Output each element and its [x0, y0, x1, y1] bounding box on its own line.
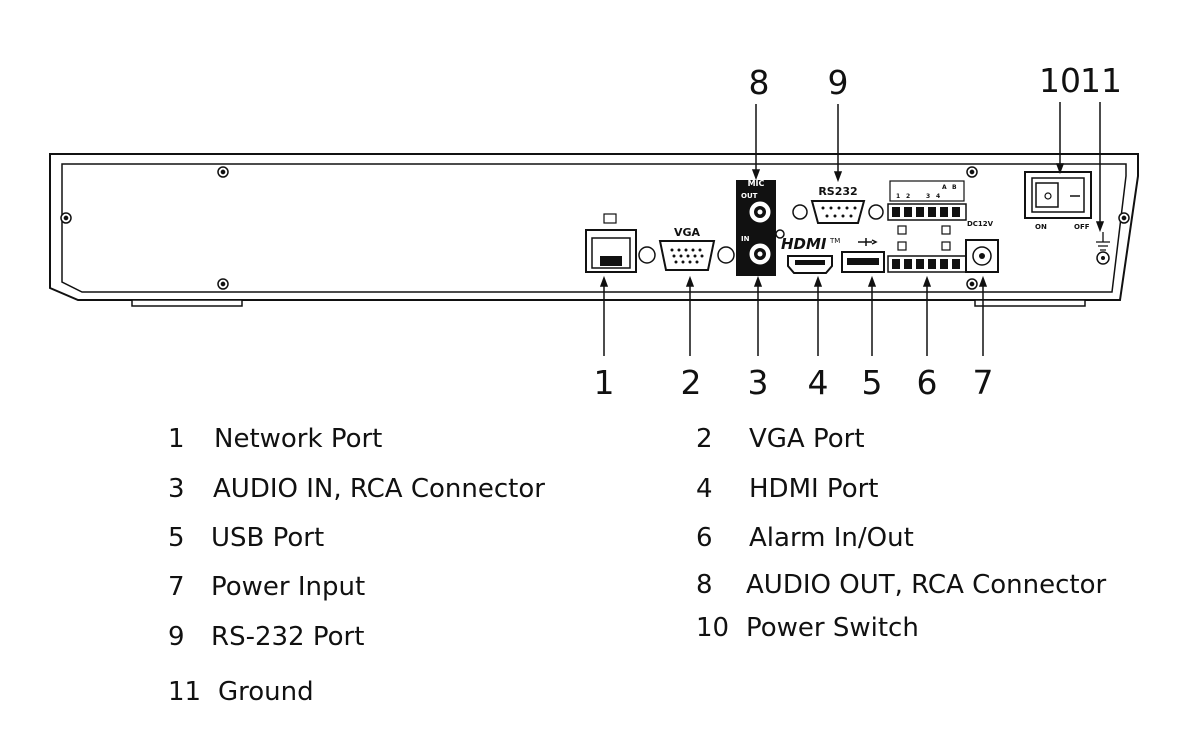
legend-num: 5	[168, 523, 185, 553]
legend-item-rs232: 9 RS-232 Port	[168, 622, 364, 652]
legend-item-power-input: 7 Power Input	[168, 572, 365, 602]
rear-panel-diagram: VGA MIC OUT IN RS232 HDMI TM	[49, 102, 1139, 356]
legend-label: Power Input	[211, 572, 366, 602]
legend-label: AUDIO IN, RCA Connector	[213, 474, 545, 504]
dc-power-input: DC12V	[965, 220, 999, 273]
dc12v-label: DC12V	[967, 220, 994, 228]
foot-right	[974, 299, 1086, 307]
power-switch: ON OFF	[1024, 171, 1092, 231]
hdmi-tm: TM	[829, 237, 840, 245]
on-label: ON	[1035, 223, 1047, 231]
terminal-label-4: 4	[936, 193, 940, 200]
legend-item-hdmi-port: 4 HDMI Port	[696, 474, 878, 504]
callout-3: 3	[747, 363, 769, 402]
legend-item-ground: 11 Ground	[168, 677, 314, 707]
legend-num: 6	[696, 523, 713, 553]
callout-5: 5	[861, 363, 883, 402]
leader-lines	[599, 102, 1105, 356]
in-label: IN	[741, 235, 750, 243]
legend-label: RS-232 Port	[211, 622, 365, 652]
vga-label: VGA	[674, 226, 701, 239]
legend-item-alarm: 6 Alarm In/Out	[696, 523, 914, 553]
callout-2: 2	[680, 363, 702, 402]
legend-num: 2	[696, 424, 713, 454]
callout-10: 10	[1039, 61, 1081, 100]
legend-label: Alarm In/Out	[749, 523, 914, 553]
legend-num: 4	[696, 474, 713, 504]
vga-port: VGA	[638, 226, 735, 271]
callout-6: 6	[916, 363, 938, 402]
legend-item-audio-out: 8 AUDIO OUT, RCA Connector	[696, 570, 1106, 600]
legend-num: 1	[168, 424, 185, 454]
legend-num: 3	[168, 474, 185, 504]
callout-7: 7	[972, 363, 994, 402]
legend-item-vga-port: 2 VGA Port	[696, 424, 865, 454]
usb-port	[841, 238, 885, 273]
legend-item-network-port: 1 Network Port	[168, 424, 382, 454]
mic-label: MIC	[748, 179, 765, 188]
terminal-label-2: 2	[906, 193, 910, 200]
legend-label: Ground	[218, 677, 314, 707]
legend-num: 8	[696, 570, 713, 600]
callout-8: 8	[748, 63, 770, 102]
legend-item-audio-in: 3 AUDIO IN, RCA Connector	[168, 474, 545, 504]
legend-label: Network Port	[214, 424, 383, 454]
mic-block: MIC OUT IN	[736, 179, 785, 276]
usb-icon	[858, 238, 878, 246]
screws	[60, 166, 1130, 290]
callout-1: 1	[593, 363, 615, 402]
legend-label: VGA Port	[749, 424, 865, 454]
legend-num: 9	[168, 622, 185, 652]
ground-icon	[1096, 232, 1110, 251]
terminal-label-3: 3	[926, 193, 930, 200]
callout-9: 9	[827, 63, 849, 102]
callout-4: 4	[807, 363, 829, 402]
legend-label: USB Port	[211, 523, 325, 553]
legend-num: 11	[168, 677, 202, 707]
callout-11: 11	[1080, 61, 1122, 100]
rs232-label: RS232	[818, 185, 857, 198]
ground-terminal	[1096, 232, 1110, 265]
off-label: OFF	[1074, 223, 1090, 231]
terminal-label-b: B	[952, 184, 957, 191]
terminal-label-a: A	[942, 184, 947, 191]
foot-left	[131, 299, 243, 307]
chassis-inner-line	[61, 163, 1127, 293]
terminal-label-1: 1	[896, 193, 900, 200]
legend-num: 10	[696, 613, 730, 643]
alarm-terminal: 1 2 3 4 A B	[887, 180, 967, 273]
legend-label: AUDIO OUT, RCA Connector	[746, 570, 1107, 600]
network-port	[585, 213, 637, 273]
legend-item-usb-port: 5 USB Port	[168, 523, 324, 553]
legend-label: Power Switch	[746, 613, 919, 643]
legend-num: 7	[168, 572, 185, 602]
hdmi-port: HDMI TM	[781, 235, 840, 274]
legend-item-power-switch: 10 Power Switch	[696, 613, 919, 643]
legend-label: HDMI Port	[749, 474, 879, 504]
out-label: OUT	[741, 192, 758, 200]
rs232-port: RS232	[792, 185, 884, 224]
hdmi-logo: HDMI	[781, 235, 827, 253]
